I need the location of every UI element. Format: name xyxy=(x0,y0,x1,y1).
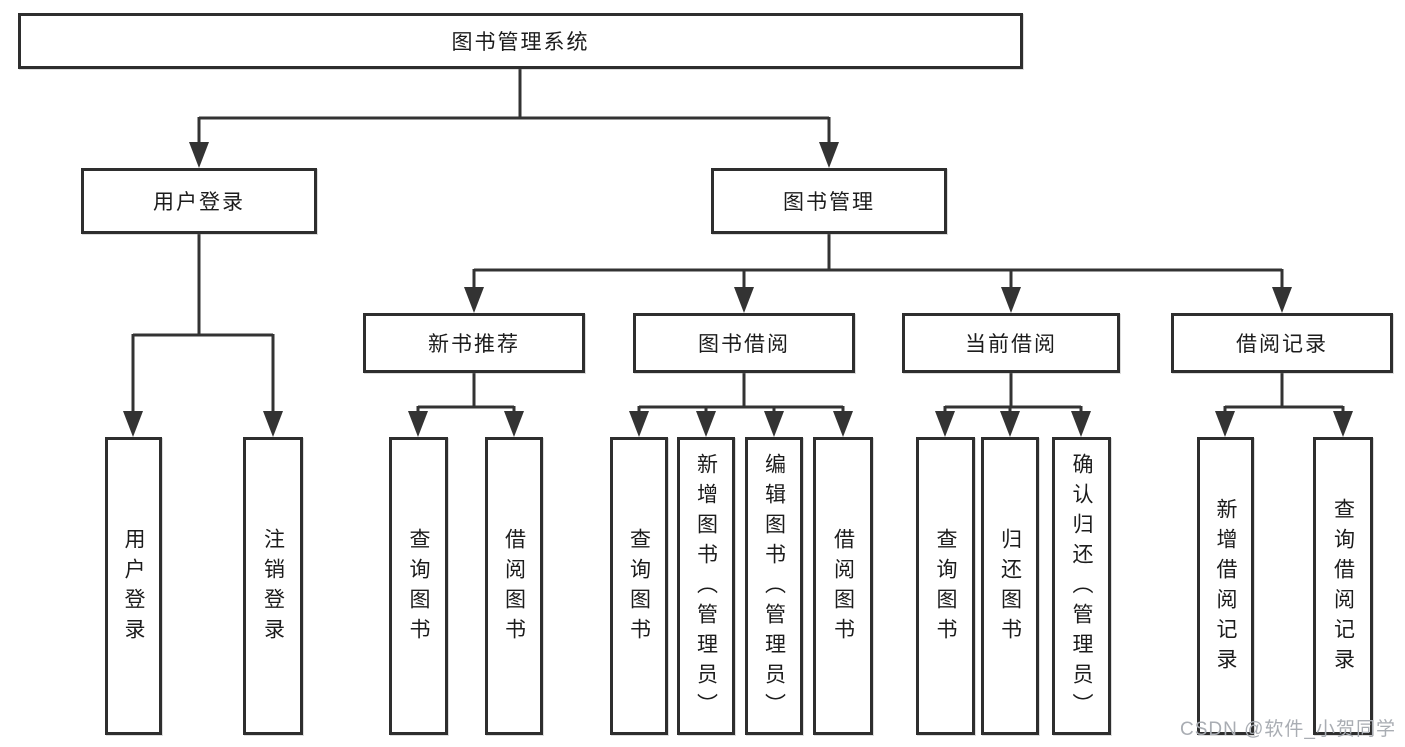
arrow-icon xyxy=(1071,411,1091,437)
connector-userlogin-to-leaves xyxy=(131,234,275,419)
arrow-icon xyxy=(1000,411,1020,437)
leaf-add-book-admin: 新增图书（管理员） xyxy=(677,437,735,735)
connector-bookborrow-to-leaves xyxy=(637,373,845,419)
arrow-icon xyxy=(123,411,143,437)
leaf-edit-book-admin: 编辑图书（管理员） xyxy=(745,437,803,735)
node-current-borrow: 当前借阅 xyxy=(902,313,1120,373)
node-borrow-records: 借阅记录 xyxy=(1171,313,1393,373)
leaf-query-borrow-record: 查询借阅记录 xyxy=(1313,437,1373,735)
arrow-icon xyxy=(833,411,853,437)
arrow-icon xyxy=(696,411,716,437)
arrow-icon xyxy=(819,142,839,168)
arrow-icon xyxy=(1215,411,1235,437)
arrow-icon xyxy=(1272,287,1292,313)
leaf-user-login: 用户登录 xyxy=(105,437,162,735)
arrow-icon xyxy=(1333,411,1353,437)
arrow-icon xyxy=(1001,287,1021,313)
node-root-system: 图书管理系统 xyxy=(18,13,1023,69)
csdn-watermark: CSDN @软件_小贺同学 xyxy=(1180,719,1396,740)
arrow-icon xyxy=(504,411,524,437)
arrow-icon xyxy=(764,411,784,437)
connector-bookmgmt-to-level2 xyxy=(472,234,1284,295)
node-user-login: 用户登录 xyxy=(81,168,317,234)
leaf-query-book-current: 查询图书 xyxy=(916,437,975,735)
leaf-query-book-borrow: 查询图书 xyxy=(610,437,668,735)
arrowheads xyxy=(123,142,1353,437)
arrow-icon xyxy=(734,287,754,313)
leaf-borrow-book: 借阅图书 xyxy=(813,437,873,735)
arrow-icon xyxy=(189,142,209,168)
node-new-book-recommend: 新书推荐 xyxy=(363,313,585,373)
arrow-icon xyxy=(263,411,283,437)
leaf-return-book: 归还图书 xyxy=(981,437,1039,735)
leaf-add-borrow-record: 新增借阅记录 xyxy=(1197,437,1254,735)
arrow-icon xyxy=(408,411,428,437)
leaf-confirm-return-admin: 确认归还（管理员） xyxy=(1052,437,1111,735)
leaf-logout-login: 注销登录 xyxy=(243,437,303,735)
leaf-query-book-recommend: 查询图书 xyxy=(389,437,448,735)
node-book-management: 图书管理 xyxy=(711,168,947,234)
connector-root-to-level1 xyxy=(197,69,831,150)
connector-newbook-to-leaves xyxy=(416,373,516,419)
connector-borrowrecords-to-leaves xyxy=(1223,373,1345,419)
arrow-icon xyxy=(935,411,955,437)
arrow-icon xyxy=(629,411,649,437)
leaf-borrow-book-recommend: 借阅图书 xyxy=(485,437,543,735)
node-book-borrow: 图书借阅 xyxy=(633,313,855,373)
arrow-icon xyxy=(464,287,484,313)
